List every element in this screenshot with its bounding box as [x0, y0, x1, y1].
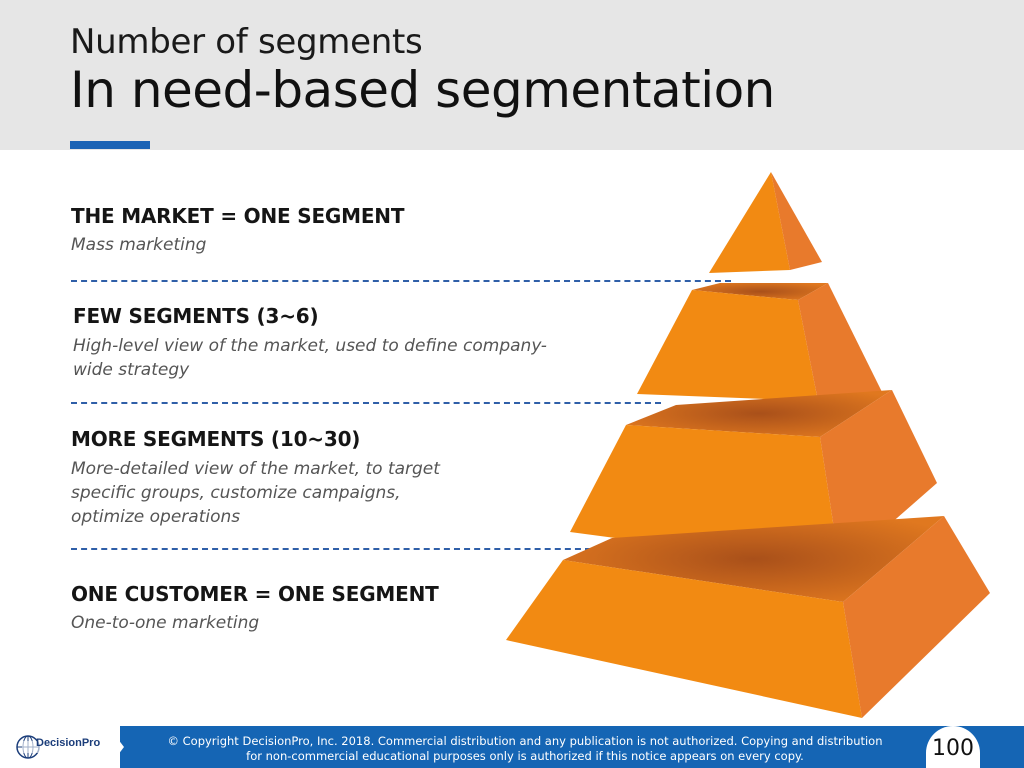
title-accent-rule [70, 141, 150, 149]
footer-arrow-shape [108, 726, 124, 768]
copyright-line-2: for non-commercial educational purposes … [246, 749, 804, 763]
level-3-description-line-2: specific groups, customize campaigns, [71, 483, 401, 503]
slide-title: In need-based segmentation [70, 61, 775, 119]
level-1-description: Mass marketing [71, 235, 207, 255]
decisionpro-logo-icon [16, 735, 108, 759]
page-number-badge [926, 726, 980, 768]
level-3-description-line-3: optimize operations [71, 507, 241, 527]
page-number: 100 [932, 736, 974, 761]
slide-subtitle: Number of segments [70, 22, 423, 62]
divider-2 [71, 402, 661, 404]
level-2-description-line-1: High-level view of the market, used to d… [73, 336, 547, 356]
level-2-heading: FEW SEGMENTS (3~6) [73, 304, 319, 328]
level-4-description: One-to-one marketing [71, 613, 260, 633]
pyramid-tier-4 [506, 516, 990, 718]
copyright-notice: © Copyright DecisionPro, Inc. 2018. Comm… [140, 734, 910, 764]
level-4-heading: ONE CUSTOMER = ONE SEGMENT [71, 582, 439, 606]
level-2-description-line-2: wide strategy [73, 360, 190, 380]
level-1-heading: THE MARKET = ONE SEGMENT [71, 204, 405, 228]
pyramid-tier-1 [709, 172, 822, 273]
divider-3 [71, 548, 591, 550]
logo-text: DecisionPro [36, 737, 101, 749]
level-3-heading: MORE SEGMENTS (10~30) [71, 427, 361, 451]
header-band: Number of segments In need-based segment… [0, 0, 1024, 150]
divider-1 [71, 280, 731, 282]
level-3-description-line-1: More-detailed view of the market, to tar… [71, 459, 440, 479]
footer-bar [0, 726, 1024, 768]
pyramid-tier-2 [637, 283, 882, 401]
copyright-line-1: © Copyright DecisionPro, Inc. 2018. Comm… [167, 734, 883, 748]
